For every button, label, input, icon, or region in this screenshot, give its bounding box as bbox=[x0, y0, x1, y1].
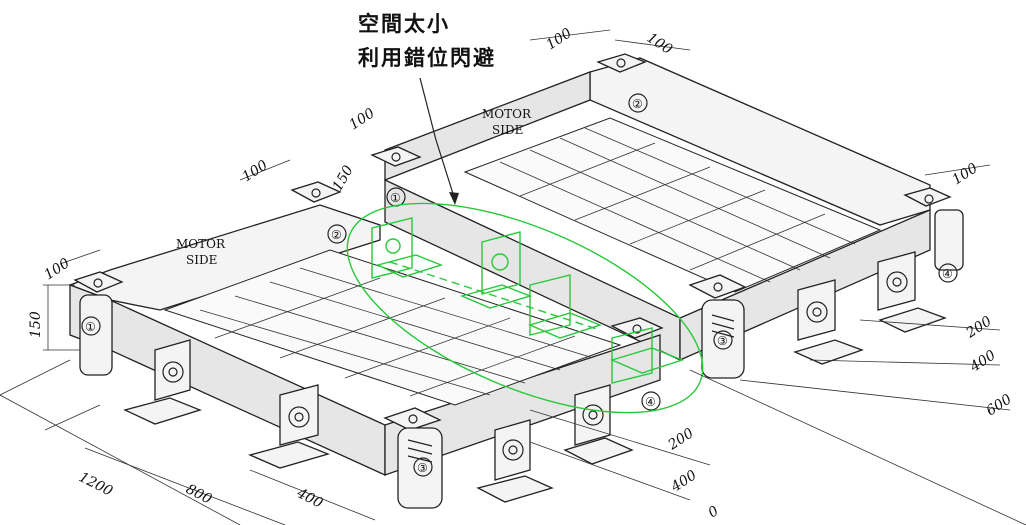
annotation: 空間太小 利用錯位閃避 bbox=[358, 11, 496, 205]
dim-right-100b: 100 bbox=[543, 25, 574, 53]
dim-right-200: 200 bbox=[963, 313, 995, 342]
right-marker-2: ② bbox=[632, 97, 643, 111]
right-marker-4: ④ bbox=[942, 267, 953, 281]
right-mount-b bbox=[793, 279, 864, 365]
right-motor-side-line2: SIDE bbox=[492, 123, 523, 137]
dim-left-800: 800 bbox=[183, 481, 214, 507]
dim-left-bottom-partial: 0 bbox=[705, 503, 721, 521]
left-marker-3: ③ bbox=[417, 461, 428, 475]
dim-left-height: 150 bbox=[28, 311, 44, 338]
leader-arrowhead bbox=[449, 192, 459, 205]
left-mount-d bbox=[563, 384, 634, 465]
annotation-line2: 利用錯位閃避 bbox=[358, 45, 496, 70]
left-mount-c bbox=[476, 419, 554, 503]
left-base-frame: ① ② ③ ④ MOTOR SIDE bbox=[68, 181, 664, 509]
dim-left-plate-b: 100 bbox=[239, 157, 270, 185]
dim-left-plate-c: 150 bbox=[330, 163, 357, 194]
offset-highlight bbox=[346, 202, 704, 414]
dim-right-600: 600 bbox=[983, 391, 1014, 419]
right-motor-side-line1: MOTOR bbox=[482, 107, 532, 121]
left-motor-side-line1: MOTOR bbox=[176, 237, 226, 251]
right-marker-1: ① bbox=[390, 191, 401, 205]
left-motor-side-line2: SIDE bbox=[186, 253, 217, 267]
dim-left-400b: 400 bbox=[668, 467, 700, 496]
dim-left-1200: 1200 bbox=[76, 469, 115, 499]
dim-right-100d: 100 bbox=[949, 160, 980, 188]
dim-right-100a: 100 bbox=[346, 105, 377, 133]
left-marker-4: ④ bbox=[645, 395, 656, 409]
left-marker-1: ① bbox=[85, 320, 96, 334]
annotation-line1: 空間太小 bbox=[358, 11, 450, 36]
left-mount-b bbox=[248, 384, 330, 469]
dim-left-200: 200 bbox=[665, 425, 697, 454]
dim-right-400: 400 bbox=[967, 347, 999, 376]
right-marker-3: ③ bbox=[717, 334, 728, 348]
dim-left-plate-a: 100 bbox=[41, 255, 72, 283]
left-marker-2: ② bbox=[331, 228, 342, 242]
dim-right-100c: 100 bbox=[644, 30, 675, 58]
right-base-frame: ② ① ③ ④ MOTOR SIDE bbox=[370, 53, 964, 379]
left-mount-a bbox=[123, 339, 202, 425]
dimension-lines bbox=[0, 29, 1026, 525]
right-mount-a bbox=[877, 251, 947, 333]
